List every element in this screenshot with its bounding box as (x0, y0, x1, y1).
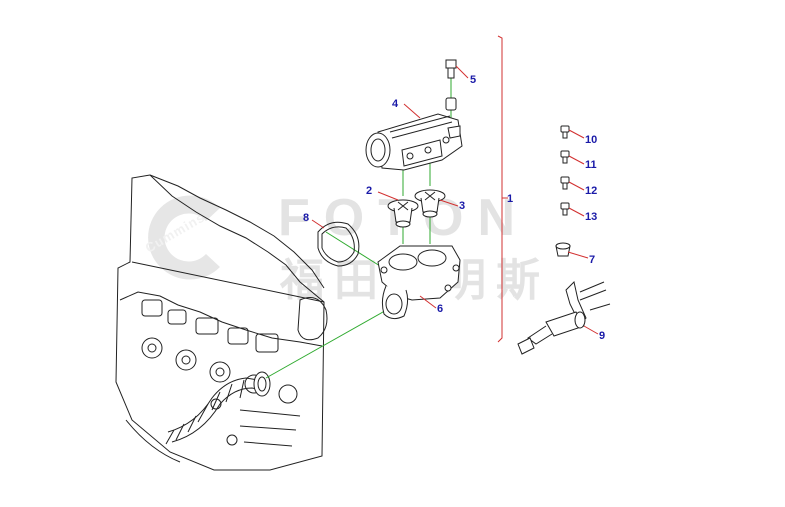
part-10-bolt (560, 125, 570, 139)
callout-8: 8 (303, 212, 310, 224)
part-13-bolt (560, 202, 570, 216)
bolts-10-13 (560, 125, 570, 216)
callout-6: 6 (437, 303, 444, 315)
callout-2: 2 (366, 185, 373, 197)
callout-5: 5 (470, 74, 477, 86)
part-5-bolt (445, 59, 457, 79)
part-4-spacer (445, 97, 457, 111)
callout-4: 4 (392, 98, 399, 110)
callout-13: 13 (585, 211, 598, 223)
part-8-gasket (317, 221, 360, 267)
part-7-plug (555, 242, 571, 257)
callout-1: 1 (507, 193, 514, 205)
callout-3: 3 (459, 200, 466, 212)
callout-9: 9 (599, 330, 606, 342)
callout-10: 10 (585, 134, 598, 146)
part-4-thermostat-housing (365, 113, 463, 171)
callout-7: 7 (589, 254, 596, 266)
part-2-thermostat (387, 199, 419, 228)
leader-lines (311, 65, 599, 335)
part-11-bolt (560, 150, 570, 164)
part-12-bolt (560, 176, 570, 190)
callout-11: 11 (585, 159, 597, 171)
engine-block (115, 174, 328, 471)
cummins-logo-icon (140, 190, 235, 285)
part-6-lower-housing (377, 245, 461, 320)
part-9-sensor (517, 281, 611, 355)
part-3-thermostat (414, 189, 446, 218)
callout-12: 12 (585, 185, 598, 197)
part-1-bracket-line (497, 35, 503, 343)
